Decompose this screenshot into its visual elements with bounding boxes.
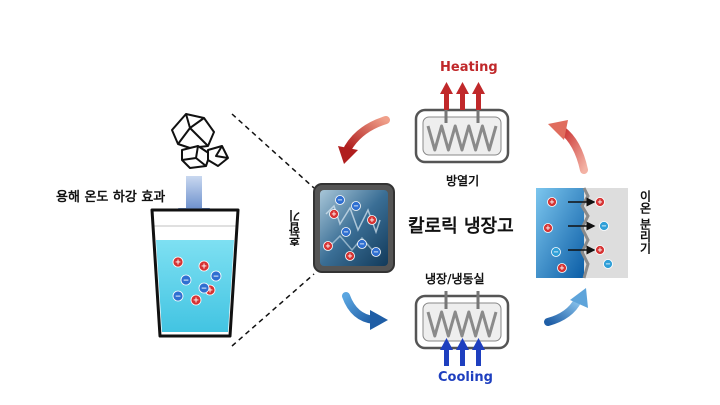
heat-exchanger-coil-icon — [414, 291, 510, 350]
positive-ion-icon: + — [329, 209, 339, 219]
positive-ion-icon: + — [345, 251, 355, 261]
negative-ion-icon: − — [371, 247, 381, 257]
heating-arrows — [440, 82, 485, 110]
svg-text:+: + — [207, 285, 213, 294]
svg-text:+: + — [369, 216, 375, 224]
glass-ion-particles: ++−−−++− — [172, 256, 222, 306]
title-label: 칼로릭 냉장고 — [408, 216, 514, 237]
svg-text:−: − — [343, 228, 349, 236]
positive-ion-icon: + — [172, 256, 184, 268]
positive-ion-icon: + — [323, 241, 333, 251]
svg-text:+: + — [597, 246, 603, 254]
positive-ion-icon: + — [595, 197, 605, 207]
negative-ion-icon: − — [172, 290, 184, 302]
positive-ion-icon: + — [190, 294, 202, 306]
negative-ion-icon: − — [351, 201, 361, 211]
heating-label: Heating — [440, 60, 498, 75]
cycle-arrow-icon — [544, 288, 588, 326]
cooling-arrows — [440, 338, 485, 366]
svg-text:−: − — [213, 271, 219, 280]
dissolution-effect-label: 용해 온도 하강 효과 — [56, 190, 166, 205]
negative-ion-icon: − — [599, 221, 609, 231]
svg-text:−: − — [183, 275, 189, 284]
positive-ion-icon: + — [198, 260, 210, 272]
negative-ion-icon: − — [603, 259, 613, 269]
negative-ion-icon: − — [210, 270, 222, 282]
projection-line-top — [231, 113, 315, 189]
negative-ion-icon: − — [198, 282, 210, 294]
positive-ion-icon: + — [595, 245, 605, 255]
svg-text:−: − — [601, 222, 607, 230]
svg-text:+: + — [549, 198, 555, 206]
positive-ion-icon: + — [557, 263, 567, 273]
svg-text:−: − — [337, 196, 343, 204]
svg-text:−: − — [353, 202, 359, 210]
glass-of-water-icon — [150, 208, 240, 338]
svg-text:−: − — [175, 291, 181, 300]
svg-text:−: − — [373, 248, 379, 256]
cycle-arrow-icon — [342, 292, 388, 330]
separator-ion-particles: ++−++−+− — [543, 197, 613, 273]
mixer-label: 혼합기 — [288, 210, 302, 246]
svg-text:+: + — [175, 257, 181, 266]
fridge-freezer-label: 냉장/냉동실 — [425, 272, 485, 286]
ion-separator-label: 이온 분리기 — [638, 190, 652, 255]
negative-ion-icon: − — [180, 274, 192, 286]
coil-spring — [426, 124, 498, 152]
negative-ion-icon: − — [335, 195, 345, 205]
positive-ion-icon: + — [367, 215, 377, 225]
salt-crystal-icon — [171, 113, 229, 169]
svg-text:+: + — [597, 198, 603, 206]
ion-separator-arrows — [568, 197, 596, 255]
positive-ion-icon: + — [543, 223, 553, 233]
cycle-arrow-icon — [338, 116, 390, 164]
svg-text:+: + — [193, 295, 199, 304]
negative-ion-icon: − — [341, 227, 351, 237]
positive-ion-icon: + — [547, 197, 557, 207]
svg-text:+: + — [545, 224, 551, 232]
mixer-ion-particles: +−+−+−+−− — [323, 195, 381, 261]
svg-text:+: + — [325, 242, 331, 250]
svg-text:−: − — [359, 240, 365, 248]
svg-text:−: − — [605, 260, 611, 268]
heat-release-label: 방열기 — [446, 174, 480, 188]
svg-text:−: − — [553, 248, 559, 256]
svg-text:+: + — [347, 252, 353, 260]
cycle-arrow-icon — [548, 120, 588, 174]
negative-ion-icon: − — [551, 247, 561, 257]
negative-ion-icon: − — [357, 239, 367, 249]
cooling-label: Cooling — [438, 370, 493, 385]
svg-text:−: − — [201, 283, 207, 292]
svg-text:+: + — [201, 261, 207, 270]
svg-text:+: + — [559, 264, 565, 272]
coil-spring — [426, 310, 498, 338]
projection-line-bottom — [231, 273, 315, 347]
heat-exchanger-coil-icon — [414, 105, 510, 164]
svg-text:+: + — [331, 210, 337, 218]
